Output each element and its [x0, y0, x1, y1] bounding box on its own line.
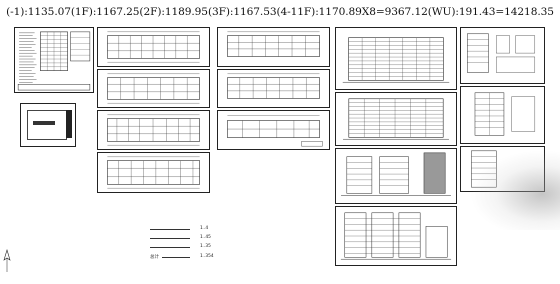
design-notes-sheet[interactable] [14, 27, 94, 93]
summary-line-total [162, 257, 190, 258]
area-formula: (-1):1135.07(1F):1167.25(2F):1189.95(3F)… [6, 6, 554, 18]
section-drawing-1 [467, 33, 536, 73]
summary-value-1: 1.4 [200, 226, 209, 231]
upper-plan-sheet-2[interactable] [217, 69, 330, 108]
section-drawing-2 [474, 92, 536, 136]
elevation-sheet-2[interactable] [335, 92, 457, 146]
elevation-sheet-3[interactable] [335, 148, 457, 204]
floor-plan-sheet-1[interactable] [97, 27, 210, 67]
summary-value-total: 1.354 [200, 254, 214, 259]
summary-line-1 [150, 229, 190, 230]
roof-plan-drawing [227, 115, 323, 147]
legend-dark-strip [66, 110, 72, 138]
page-curl-shadow [470, 150, 560, 230]
section-sheet-2[interactable] [460, 86, 545, 144]
elevation-drawing-2 [343, 98, 449, 140]
section-sheet-1[interactable] [460, 27, 545, 84]
upper-plan-sheet-1[interactable] [217, 27, 330, 67]
legend-bar [33, 121, 55, 125]
legend-frame [27, 110, 67, 140]
summary-total-label: 总计 [150, 255, 159, 260]
upper-plan-drawing-2 [227, 73, 320, 99]
elevation-sheet-4[interactable] [335, 206, 457, 266]
roof-plan-sheet[interactable] [217, 110, 330, 150]
floor-plan-drawing-3 [107, 114, 200, 146]
elevation-drawing-1 [342, 37, 450, 83]
upper-plan-drawing-1 [227, 31, 320, 57]
elevation-drawing-4 [340, 212, 452, 260]
elevation-drawing-3 [341, 152, 451, 196]
summary-value-2: 1.45 [200, 235, 211, 240]
north-arrow-icon [3, 248, 11, 272]
floor-plan-sheet-3[interactable] [97, 110, 210, 150]
floor-plan-drawing-2 [107, 73, 200, 104]
floor-plan-sheet-2[interactable] [97, 69, 210, 108]
summary-value-3: 1.35 [200, 244, 211, 249]
elevation-sheet-1[interactable] [335, 27, 457, 90]
floor-plan-sheet-4[interactable] [97, 152, 210, 193]
floor-plan-drawing-4 [107, 156, 200, 189]
legend-key-sheet[interactable] [20, 103, 76, 147]
summary-line-3 [150, 247, 190, 248]
design-notes-drawing [17, 31, 91, 91]
floor-plan-drawing-1 [107, 31, 200, 63]
summary-line-2 [150, 238, 190, 239]
